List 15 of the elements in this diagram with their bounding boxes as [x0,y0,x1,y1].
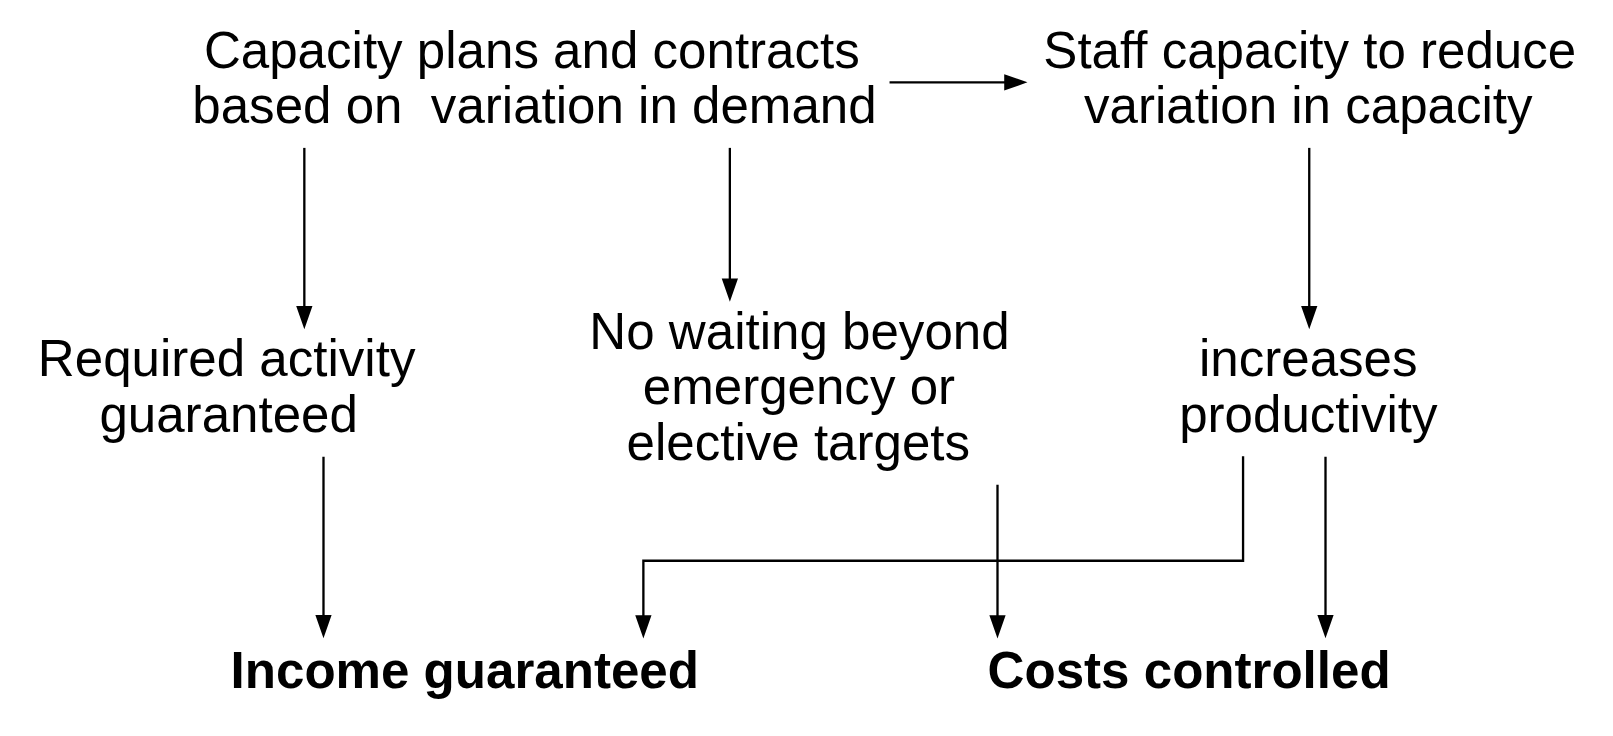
arrow [1317,456,1334,639]
node-text: Required activity guaranteed [37,330,416,444]
node-text: Income guaranteed [230,641,699,699]
arrow [1301,147,1318,330]
node-text: increases productivity [1179,330,1438,444]
arrow [315,456,332,639]
arrow [989,484,1006,639]
node-text: Staff capacity to reduce variation in capacity [1043,21,1577,135]
node-text: Costs controlled [987,641,1391,699]
arrow [889,74,1028,91]
node-text: Capacity plans and contracts based on variation in demand [192,21,877,135]
arrow [296,147,313,330]
arrow [635,456,1245,639]
arrow [721,147,738,302]
node-text: No waiting beyond emergency or elective targets [589,302,1010,471]
